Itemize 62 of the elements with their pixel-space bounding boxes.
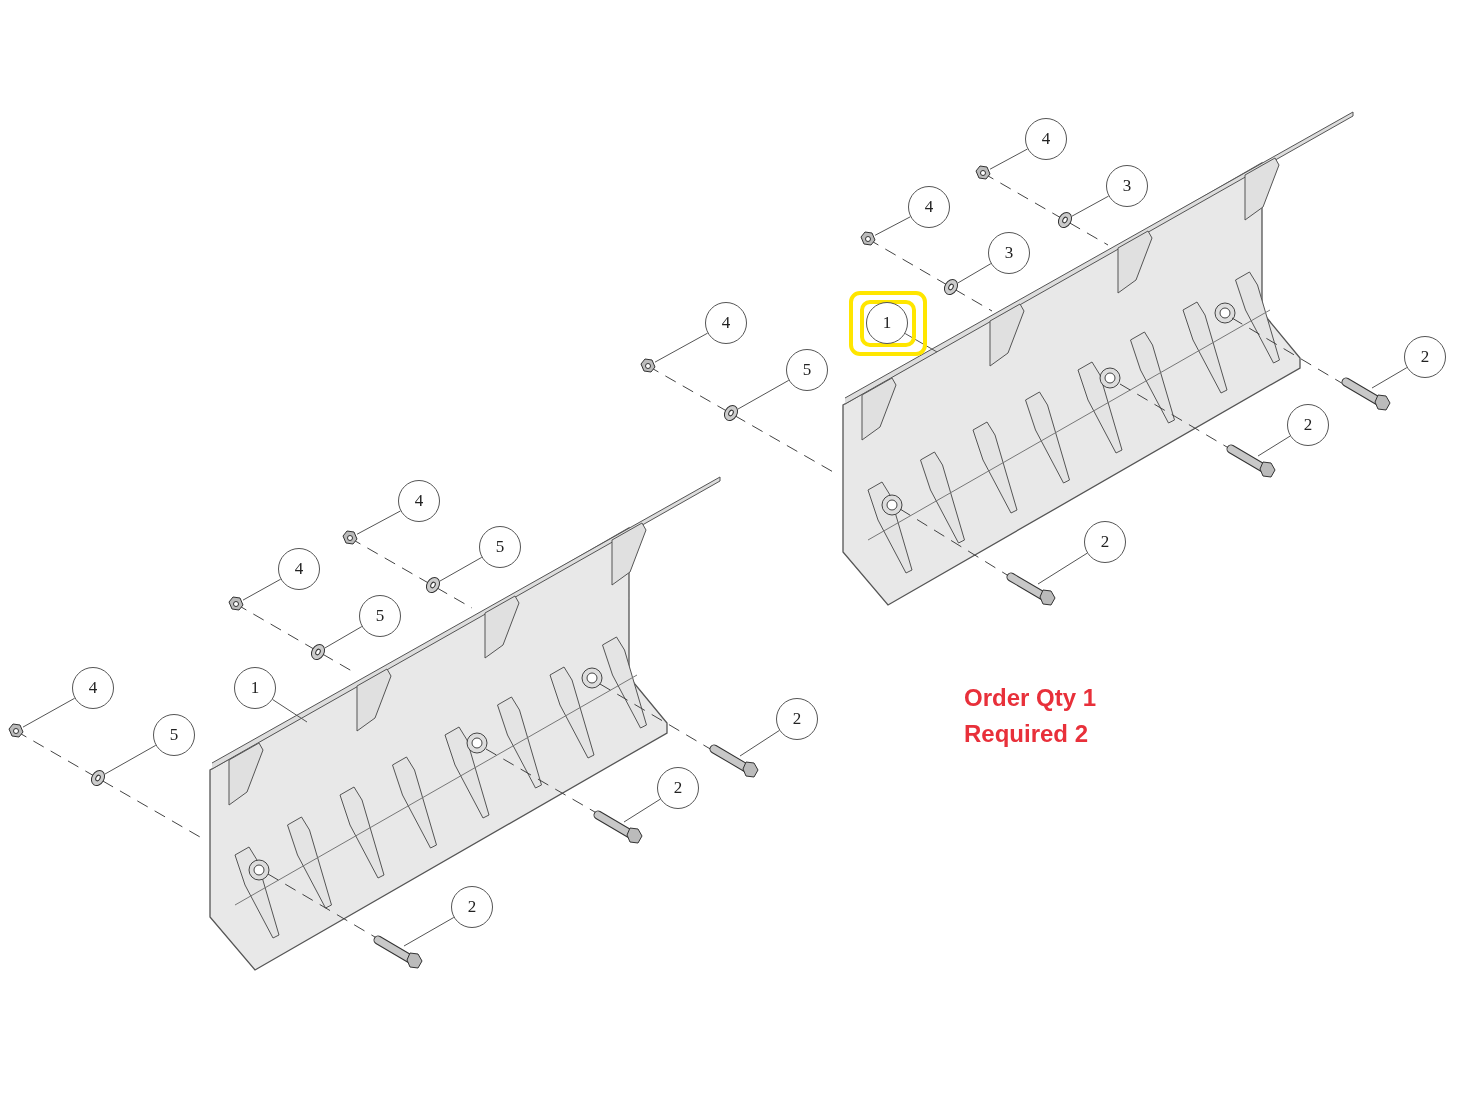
nut-drawing — [640, 358, 656, 373]
bolt-drawing — [1006, 572, 1056, 606]
leader-line — [737, 379, 790, 410]
order-note: Required 2 — [964, 720, 1089, 748]
leader-line — [874, 216, 911, 236]
bolt-drawing — [593, 810, 643, 844]
leader-line — [904, 333, 938, 353]
washer-drawing — [310, 643, 326, 661]
nut-drawing — [8, 723, 24, 738]
callout-number: 1 — [234, 667, 276, 709]
washer-drawing — [425, 576, 441, 594]
leader-line — [324, 626, 363, 649]
leader-line — [22, 697, 76, 728]
callout-number: 2 — [1287, 404, 1329, 446]
leader-line — [1257, 435, 1291, 457]
leader-line — [1371, 367, 1408, 389]
plate-drawing — [209, 476, 721, 971]
callout-number: 2 — [451, 886, 493, 928]
leader-line — [439, 556, 483, 582]
nut-drawing — [342, 530, 358, 545]
callout-number: 4 — [908, 186, 950, 228]
callout-number: 5 — [359, 595, 401, 637]
callout-number: 4 — [705, 302, 747, 344]
leader-line — [1071, 195, 1110, 217]
leader-line — [1037, 552, 1088, 585]
plate-drawing — [842, 111, 1354, 606]
callout-number: 2 — [776, 698, 818, 740]
leader-line — [739, 729, 780, 757]
callout-number: 4 — [398, 480, 440, 522]
callout-number: 3 — [988, 232, 1030, 274]
callout-number: 2 — [1404, 336, 1446, 378]
nut-drawing — [975, 165, 991, 180]
washer-drawing — [943, 278, 959, 296]
bolt-drawing — [1341, 377, 1391, 411]
nut-drawing — [860, 231, 876, 246]
callout-number: 4 — [1025, 118, 1067, 160]
callout-number: 2 — [1084, 521, 1126, 563]
order-note: Order Qty 1 — [964, 684, 1097, 712]
bolt-drawing — [1226, 444, 1276, 478]
bolt-drawing — [709, 744, 759, 778]
bolt-drawing — [373, 935, 423, 969]
callout-number: 4 — [278, 548, 320, 590]
leader-line — [654, 332, 709, 363]
leader-line — [242, 578, 282, 601]
callout-number: 4 — [72, 667, 114, 709]
callout-number: 5 — [479, 526, 521, 568]
washer-drawing — [723, 404, 739, 422]
callout-number: 3 — [1106, 165, 1148, 207]
callout-number: 2 — [657, 767, 699, 809]
washer-drawing — [90, 769, 106, 787]
leader-line — [272, 699, 308, 723]
washer-drawing — [1057, 211, 1073, 229]
leader-line — [957, 263, 992, 284]
leader-line — [356, 510, 401, 535]
leader-line — [989, 148, 1028, 170]
callout-number: 5 — [153, 714, 195, 756]
nut-drawing — [228, 596, 244, 611]
leader-line — [403, 916, 455, 947]
callout-number: 5 — [786, 349, 828, 391]
leader-line — [623, 798, 661, 823]
callout-number: 1 — [866, 302, 908, 344]
leader-line — [104, 744, 157, 775]
